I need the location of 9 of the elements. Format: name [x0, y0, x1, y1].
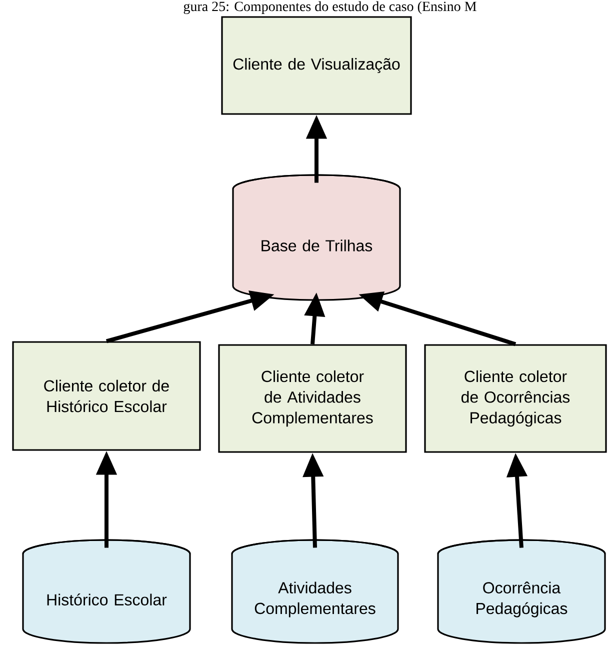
database-cylinder: Base de Trilhas	[232, 174, 401, 301]
process-box: Cliente coletor de Histórico Escolar	[12, 341, 201, 451]
figure-title: gura 25: Componentes do estudo de caso (Ensino M	[184, 1, 476, 14]
process-box: Cliente coletor de Ocorrências Pedagógicas	[424, 344, 607, 453]
database-cylinder: Histórico Escolar	[22, 539, 191, 644]
process-box: Cliente de Visualização	[221, 16, 412, 115]
process-box: Cliente coletor de Atividades Complementares	[218, 344, 407, 453]
database-cylinder: Atividades Complementares	[231, 539, 399, 644]
database-cylinder: Ocorrência Pedagógicas	[437, 539, 606, 644]
